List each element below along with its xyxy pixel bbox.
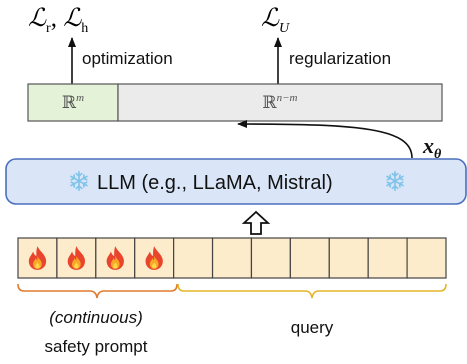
loss-u-label: ℒU bbox=[261, 5, 290, 36]
query-brace bbox=[177, 283, 447, 299]
query-token bbox=[211, 237, 253, 279]
r-n-minus-m-label: ℝn−m bbox=[262, 92, 297, 112]
loss-r-h-label: ℒr, ℒh bbox=[28, 5, 88, 36]
safety-prompt-label: safety prompt bbox=[45, 337, 148, 356]
query-token bbox=[173, 237, 214, 279]
query-token bbox=[367, 237, 408, 279]
token-row bbox=[17, 237, 447, 279]
input-up-arrow bbox=[241, 210, 271, 235]
r-m-label: ℝm bbox=[62, 92, 84, 112]
safety-prompt-brace bbox=[17, 283, 178, 299]
query-token bbox=[250, 237, 291, 279]
query-token bbox=[328, 237, 369, 279]
query-token bbox=[406, 237, 447, 279]
x-theta-arrow bbox=[237, 120, 413, 159]
regularization-label: regularization bbox=[289, 49, 391, 68]
query-token bbox=[289, 237, 330, 279]
embedding-n-minus-m-cell bbox=[117, 83, 443, 122]
llm-box bbox=[5, 158, 467, 205]
llm-label: LLM (e.g., LLaMA, Mistral) bbox=[97, 172, 333, 194]
safety-prompt-qualifier: (continuous) bbox=[49, 308, 143, 327]
optimization-label: optimization bbox=[82, 49, 173, 68]
x-theta-label: xθ bbox=[422, 133, 442, 162]
query-label: query bbox=[291, 318, 334, 337]
